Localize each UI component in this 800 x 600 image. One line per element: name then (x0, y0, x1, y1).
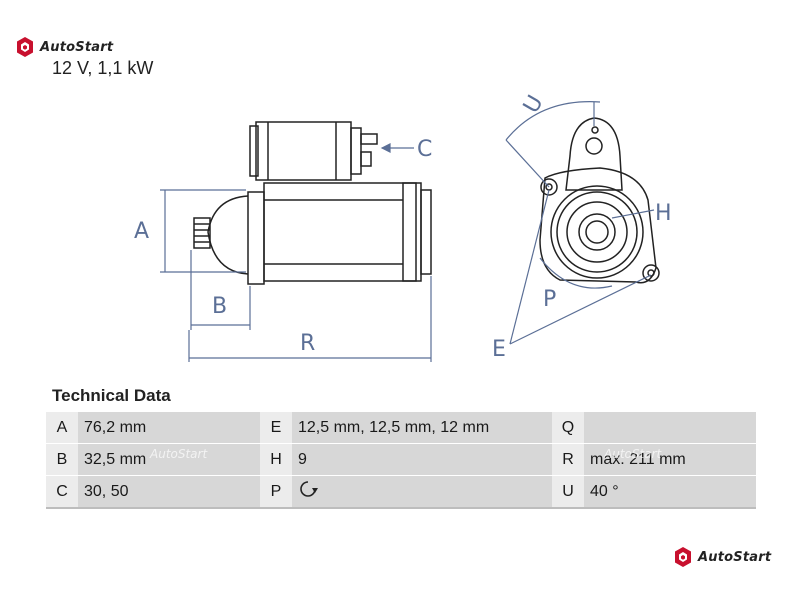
brand-logo-icon (17, 37, 33, 57)
value-cell: 30, 50 (78, 475, 260, 509)
table-row: B 32,5 mm H 9 R max. 211 mm (46, 443, 756, 476)
motor-body (263, 182, 417, 282)
brand-name: AutoStart (698, 549, 772, 565)
value-cell: 32,5 mm (78, 443, 260, 476)
front-dimension-lines (505, 101, 655, 345)
starter-side-view (193, 121, 432, 285)
value-cell: 12,5 mm, 12,5 mm, 12 mm (292, 412, 552, 444)
brand-logo-top: AutoStart (14, 36, 113, 58)
table-row: A 76,2 mm E 12,5 mm, 12,5 mm, 12 mm Q (46, 412, 756, 444)
label-c: C (417, 137, 432, 162)
label-u: U (519, 91, 549, 117)
technical-data-title: Technical Data (52, 386, 171, 405)
key-cell: C (46, 475, 78, 509)
rotation-cell (292, 475, 552, 509)
brand-logo-bottom: AutoStart (672, 546, 771, 568)
label-r: R (300, 331, 315, 356)
flange-plate (539, 167, 657, 284)
upper-ear (565, 117, 623, 191)
watermark: AutoStart (150, 447, 208, 461)
pinion-gear (578, 213, 616, 251)
key-cell: E (260, 412, 292, 444)
value-cell: 76,2 mm (78, 412, 260, 444)
label-a: A (134, 219, 149, 244)
brand-name: AutoStart (40, 39, 114, 55)
starter-front-view (539, 117, 660, 284)
spec-line: 12 V, 1,1 kW (52, 58, 154, 78)
brand-logo-icon (675, 547, 691, 567)
technical-data-table: A 76,2 mm E 12,5 mm, 12,5 mm, 12 mm Q B … (46, 412, 756, 509)
value-cell (584, 412, 756, 444)
rotation-icon (300, 481, 318, 497)
value-cell: 40 ° (584, 475, 756, 509)
label-e: E (492, 337, 506, 362)
label-p: P (543, 287, 556, 312)
nose-housing (207, 195, 249, 275)
mounting-flange (247, 191, 265, 285)
key-cell: U (552, 475, 584, 509)
label-b: B (212, 294, 227, 319)
watermark: AutoStart (604, 447, 662, 461)
label-h: H (655, 201, 672, 226)
dimension-lines (160, 143, 432, 362)
technical-drawing: A B C R U H P E (134, 91, 672, 362)
key-cell: H (260, 443, 292, 476)
value-cell: 9 (292, 443, 552, 476)
pinion (193, 217, 211, 249)
table-row: C 30, 50 P U 40 ° (46, 475, 756, 509)
key-cell: R (552, 443, 584, 476)
key-cell: A (46, 412, 78, 444)
key-cell: Q (552, 412, 584, 444)
nose-circle (550, 185, 644, 279)
value-cell: max. 211 mm (584, 443, 756, 476)
key-cell: P (260, 475, 292, 509)
key-cell: B (46, 443, 78, 476)
